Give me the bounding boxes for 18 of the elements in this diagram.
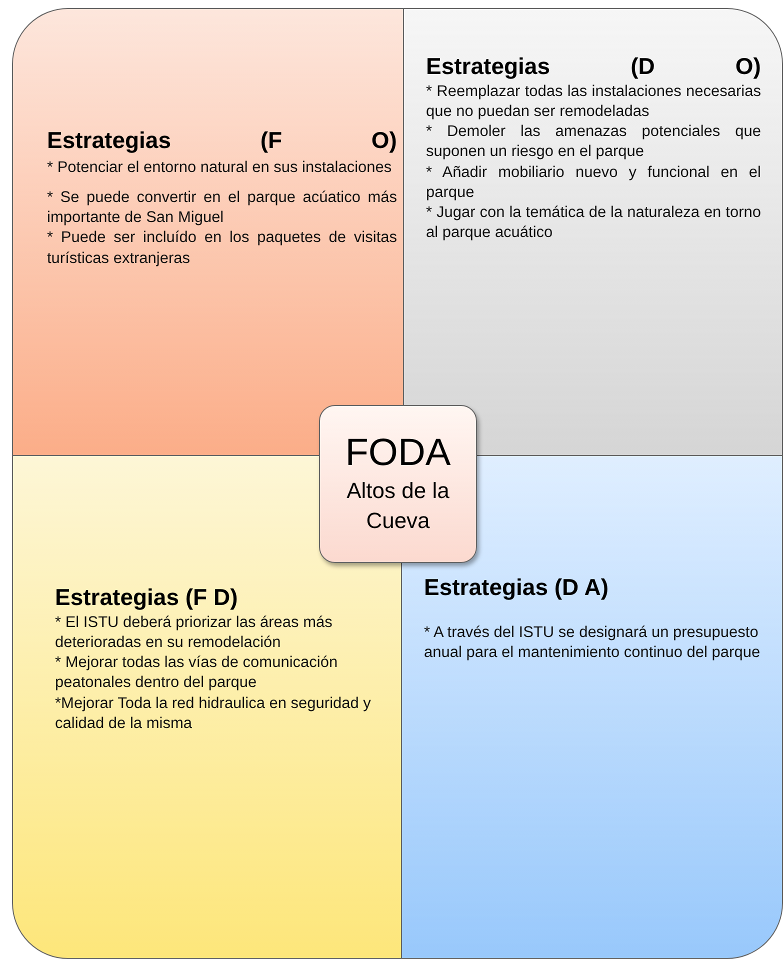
heading: Estrategias (F O) bbox=[47, 127, 397, 154]
strategy-text: *Mejorar Toda la red hidraulica en seguridad y calidad de la misma bbox=[55, 694, 372, 734]
title-box bbox=[319, 405, 477, 563]
strategy-text: * Demoler las amenazas potenciales que suponen un riesgo en el parque bbox=[426, 122, 761, 162]
heading: Estrategias (D A) bbox=[424, 574, 610, 601]
strategy-text: * Añadir mobiliario nuevo y funcional en el parque bbox=[426, 162, 761, 203]
heading: Estrategias (D O) bbox=[426, 53, 761, 80]
strategy-text: * Se puede convertir en el parque acúatico más importante de San Miguel bbox=[47, 188, 397, 228]
strategy-text: * Mejorar todas las vías de comunicación peatonales dentro del parque bbox=[55, 653, 339, 694]
strategy-text: * Jugar con la temática de la naturaleza en torno al parque acuático bbox=[426, 202, 761, 243]
subtitle: Altos de la Cueva bbox=[346, 477, 450, 535]
strategy-text: * Reemplazar todas las instalaciones necesarias que no puedan ser remodeladas bbox=[426, 82, 761, 122]
heading: Estrategias (F D) bbox=[55, 584, 239, 611]
strategy-text: * A través del ISTU se designará un presupuesto anual para el mantenimiento continuo del parque bbox=[424, 623, 762, 664]
strategy-text: * Puede ser incluído en los paquetes de visitas turísticas extranjeras bbox=[47, 228, 397, 269]
strategy-text: * Potenciar el entorno natural en sus instalaciones bbox=[47, 158, 393, 178]
strategy-text: * El ISTU deberá priorizar las áreas más deterioradas en su remodelación bbox=[55, 613, 334, 654]
title: FODA bbox=[345, 432, 451, 476]
